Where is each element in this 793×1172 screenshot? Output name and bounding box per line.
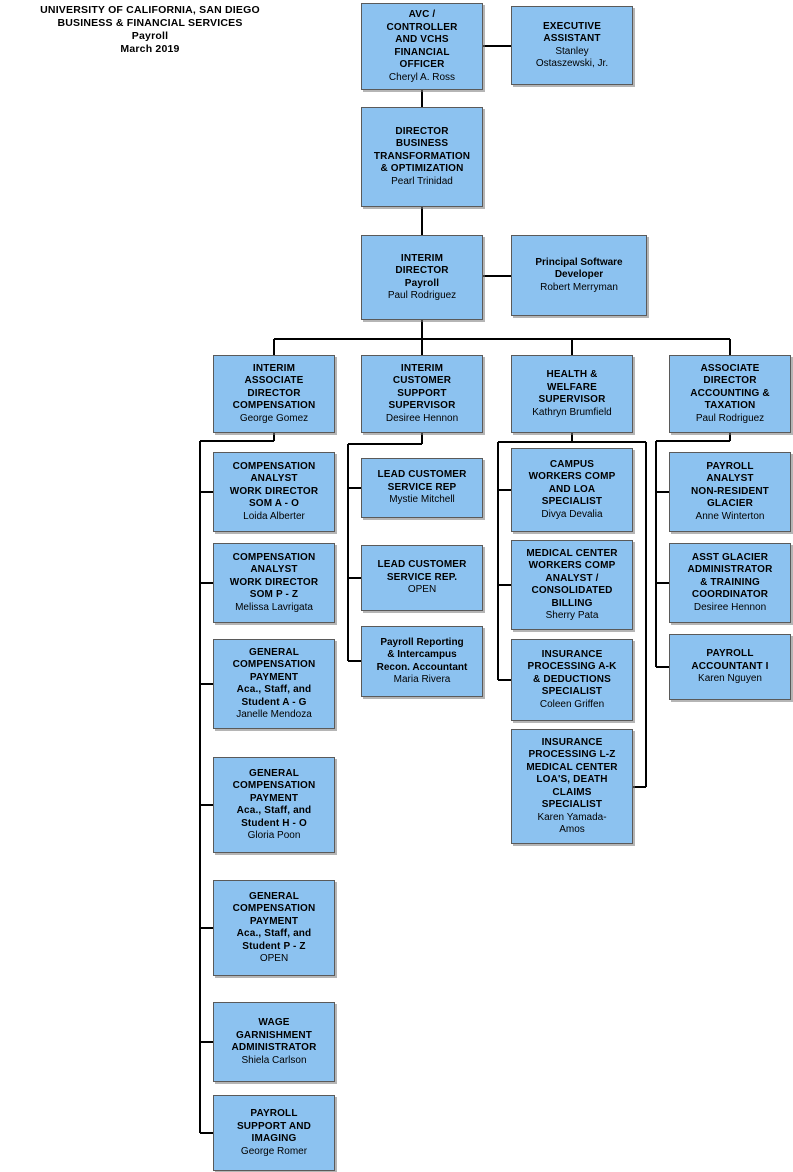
org-node-role: LEAD CUSTOMER SERVICE REP (377, 469, 467, 493)
title-line-2: BUSINESS & FINANCIAL SERVICES (57, 17, 243, 29)
org-node-role: COMPENSATION ANALYST WORK DIRECTOR SOM A… (229, 460, 319, 510)
org-node-role: EXECUTIVE ASSISTANT (542, 20, 602, 45)
org-node-person: Maria Rivera (393, 674, 451, 685)
org-node-gcp_pz[interactable]: GENERAL COMPENSATION PAYMENT Aca., Staff… (213, 880, 335, 976)
org-node-person: Robert Merryman (540, 281, 618, 293)
org-node-person: George Romer (240, 1145, 308, 1157)
org-node-person: Sherry Pata (545, 610, 599, 621)
org-node-ca_ao[interactable]: COMPENSATION ANALYST WORK DIRECTOR SOM A… (213, 452, 335, 532)
org-node-role: GENERAL COMPENSATION PAYMENT Aca., Staff… (232, 646, 316, 708)
org-node-role: Principal Software Developer (535, 256, 623, 281)
org-node-person: Mystie Mitchell (389, 494, 455, 506)
org-node-adat[interactable]: ASSOCIATE DIRECTOR ACCOUNTING & TAXATION… (669, 355, 791, 433)
org-node-role: PAYROLL ANALYST NON-RESIDENT GLACIER (691, 460, 769, 510)
org-node-prir[interactable]: Payroll Reporting & Intercampus Recon. A… (361, 626, 483, 697)
org-node-person: Kathryn Brumfield (532, 406, 612, 418)
org-node-role: INTERIM ASSOCIATE DIRECTOR COMPENSATION (232, 362, 316, 412)
chart-title-block: UNIVERSITY OF CALIFORNIA, SAN DIEGO BUSI… (0, 4, 300, 56)
org-node-role: INTERIM DIRECTOR Payroll (395, 252, 449, 289)
org-node-person: Karen Yamada- Amos (537, 811, 607, 836)
org-node-person: Melissa Lavrigata (235, 601, 313, 613)
org-node-lcsr2[interactable]: LEAD CUSTOMER SERVICE REP.OPEN (361, 545, 483, 611)
org-node-gcp_ho[interactable]: GENERAL COMPENSATION PAYMENT Aca., Staff… (213, 757, 335, 853)
org-node-person: Shiela Carlson (241, 1054, 307, 1066)
org-node-role: COMPENSATION ANALYST WORK DIRECTOR SOM P… (229, 551, 319, 601)
title-line-1: UNIVERSITY OF CALIFORNIA, SAN DIEGO (40, 4, 260, 16)
org-node-person: OPEN (407, 584, 437, 596)
title-line-3: Payroll (131, 30, 169, 42)
org-node-person: Divya Devalia (541, 508, 603, 520)
org-node-role: INSURANCE PROCESSING A-K & DEDUCTIONS SP… (527, 648, 617, 698)
org-node-person: Pearl Trinidad (391, 175, 453, 187)
org-node-role: PAYROLL SUPPORT AND IMAGING (236, 1108, 312, 1144)
org-node-person: Paul Rodriguez (387, 290, 457, 301)
org-node-person: Karen Nguyen (698, 673, 762, 685)
org-node-person: Janelle Mendoza (236, 709, 312, 720)
org-node-role: ASSOCIATE DIRECTOR ACCOUNTING & TAXATION (690, 362, 770, 412)
org-node-avc[interactable]: AVC / CONTROLLER AND VCHS FINANCIAL OFFI… (361, 3, 483, 90)
org-node-person: OPEN (259, 953, 289, 964)
org-node-role: CAMPUS WORKERS COMP AND LOA SPECIALIST (528, 458, 616, 508)
org-node-role: PAYROLL ACCOUNTANT I (691, 648, 769, 672)
org-node-person: Desiree Hennon (693, 601, 767, 613)
org-node-role: MEDICAL CENTER WORKERS COMP ANALYST / CO… (526, 547, 618, 609)
org-node-role: AVC / CONTROLLER AND VCHS FINANCIAL OFFI… (386, 9, 458, 70)
org-node-role: LEAD CUSTOMER SERVICE REP. (377, 559, 467, 583)
org-node-person: Paul Rodriguez (695, 412, 765, 424)
org-node-ipak[interactable]: INSURANCE PROCESSING A-K & DEDUCTIONS SP… (511, 639, 633, 721)
org-node-person: George Gomez (239, 412, 309, 424)
org-node-role: ASST GLACIER ADMINISTRATOR & TRAINING CO… (687, 551, 773, 601)
org-node-person: Desiree Hennon (385, 412, 459, 424)
org-node-asstg[interactable]: ASST GLACIER ADMINISTRATOR & TRAINING CO… (669, 543, 791, 623)
org-node-person: Loida Alberter (243, 510, 305, 522)
org-node-person: Cheryl A. Ross (388, 71, 456, 83)
title-line-4: March 2019 (120, 43, 180, 55)
org-node-iplz[interactable]: INSURANCE PROCESSING L-Z MEDICAL CENTER … (511, 729, 633, 844)
org-node-role: Payroll Reporting & Intercampus Recon. A… (376, 636, 468, 673)
org-node-dirbt[interactable]: DIRECTOR BUSINESS TRANSFORMATION & OPTIM… (361, 107, 483, 207)
org-node-role: HEALTH & WELFARE SUPERVISOR (538, 369, 606, 405)
org-node-person: Anne Winterton (695, 510, 765, 522)
org-node-role: INSURANCE PROCESSING L-Z MEDICAL CENTER … (526, 736, 618, 811)
org-node-role: GENERAL COMPENSATION PAYMENT Aca., Staff… (232, 767, 316, 829)
org-node-mcwc[interactable]: MEDICAL CENTER WORKERS COMP ANALYST / CO… (511, 540, 633, 630)
org-node-ca_pz[interactable]: COMPENSATION ANALYST WORK DIRECTOR SOM P… (213, 543, 335, 623)
org-node-person: Stanley Ostaszewski, Jr. (535, 45, 609, 70)
org-node-person: Coleen Griffen (539, 698, 605, 710)
org-node-role: DIRECTOR BUSINESS TRANSFORMATION & OPTIM… (373, 125, 471, 175)
org-node-role: INTERIM CUSTOMER SUPPORT SUPERVISOR (388, 362, 456, 412)
org-node-person: Gloria Poon (247, 830, 301, 841)
org-node-role: WAGE GARNISHMENT ADMINISTRATOR (231, 1017, 317, 1053)
org-node-gcp_ag[interactable]: GENERAL COMPENSATION PAYMENT Aca., Staff… (213, 639, 335, 729)
org-node-role: GENERAL COMPENSATION PAYMENT Aca., Staff… (232, 890, 316, 952)
